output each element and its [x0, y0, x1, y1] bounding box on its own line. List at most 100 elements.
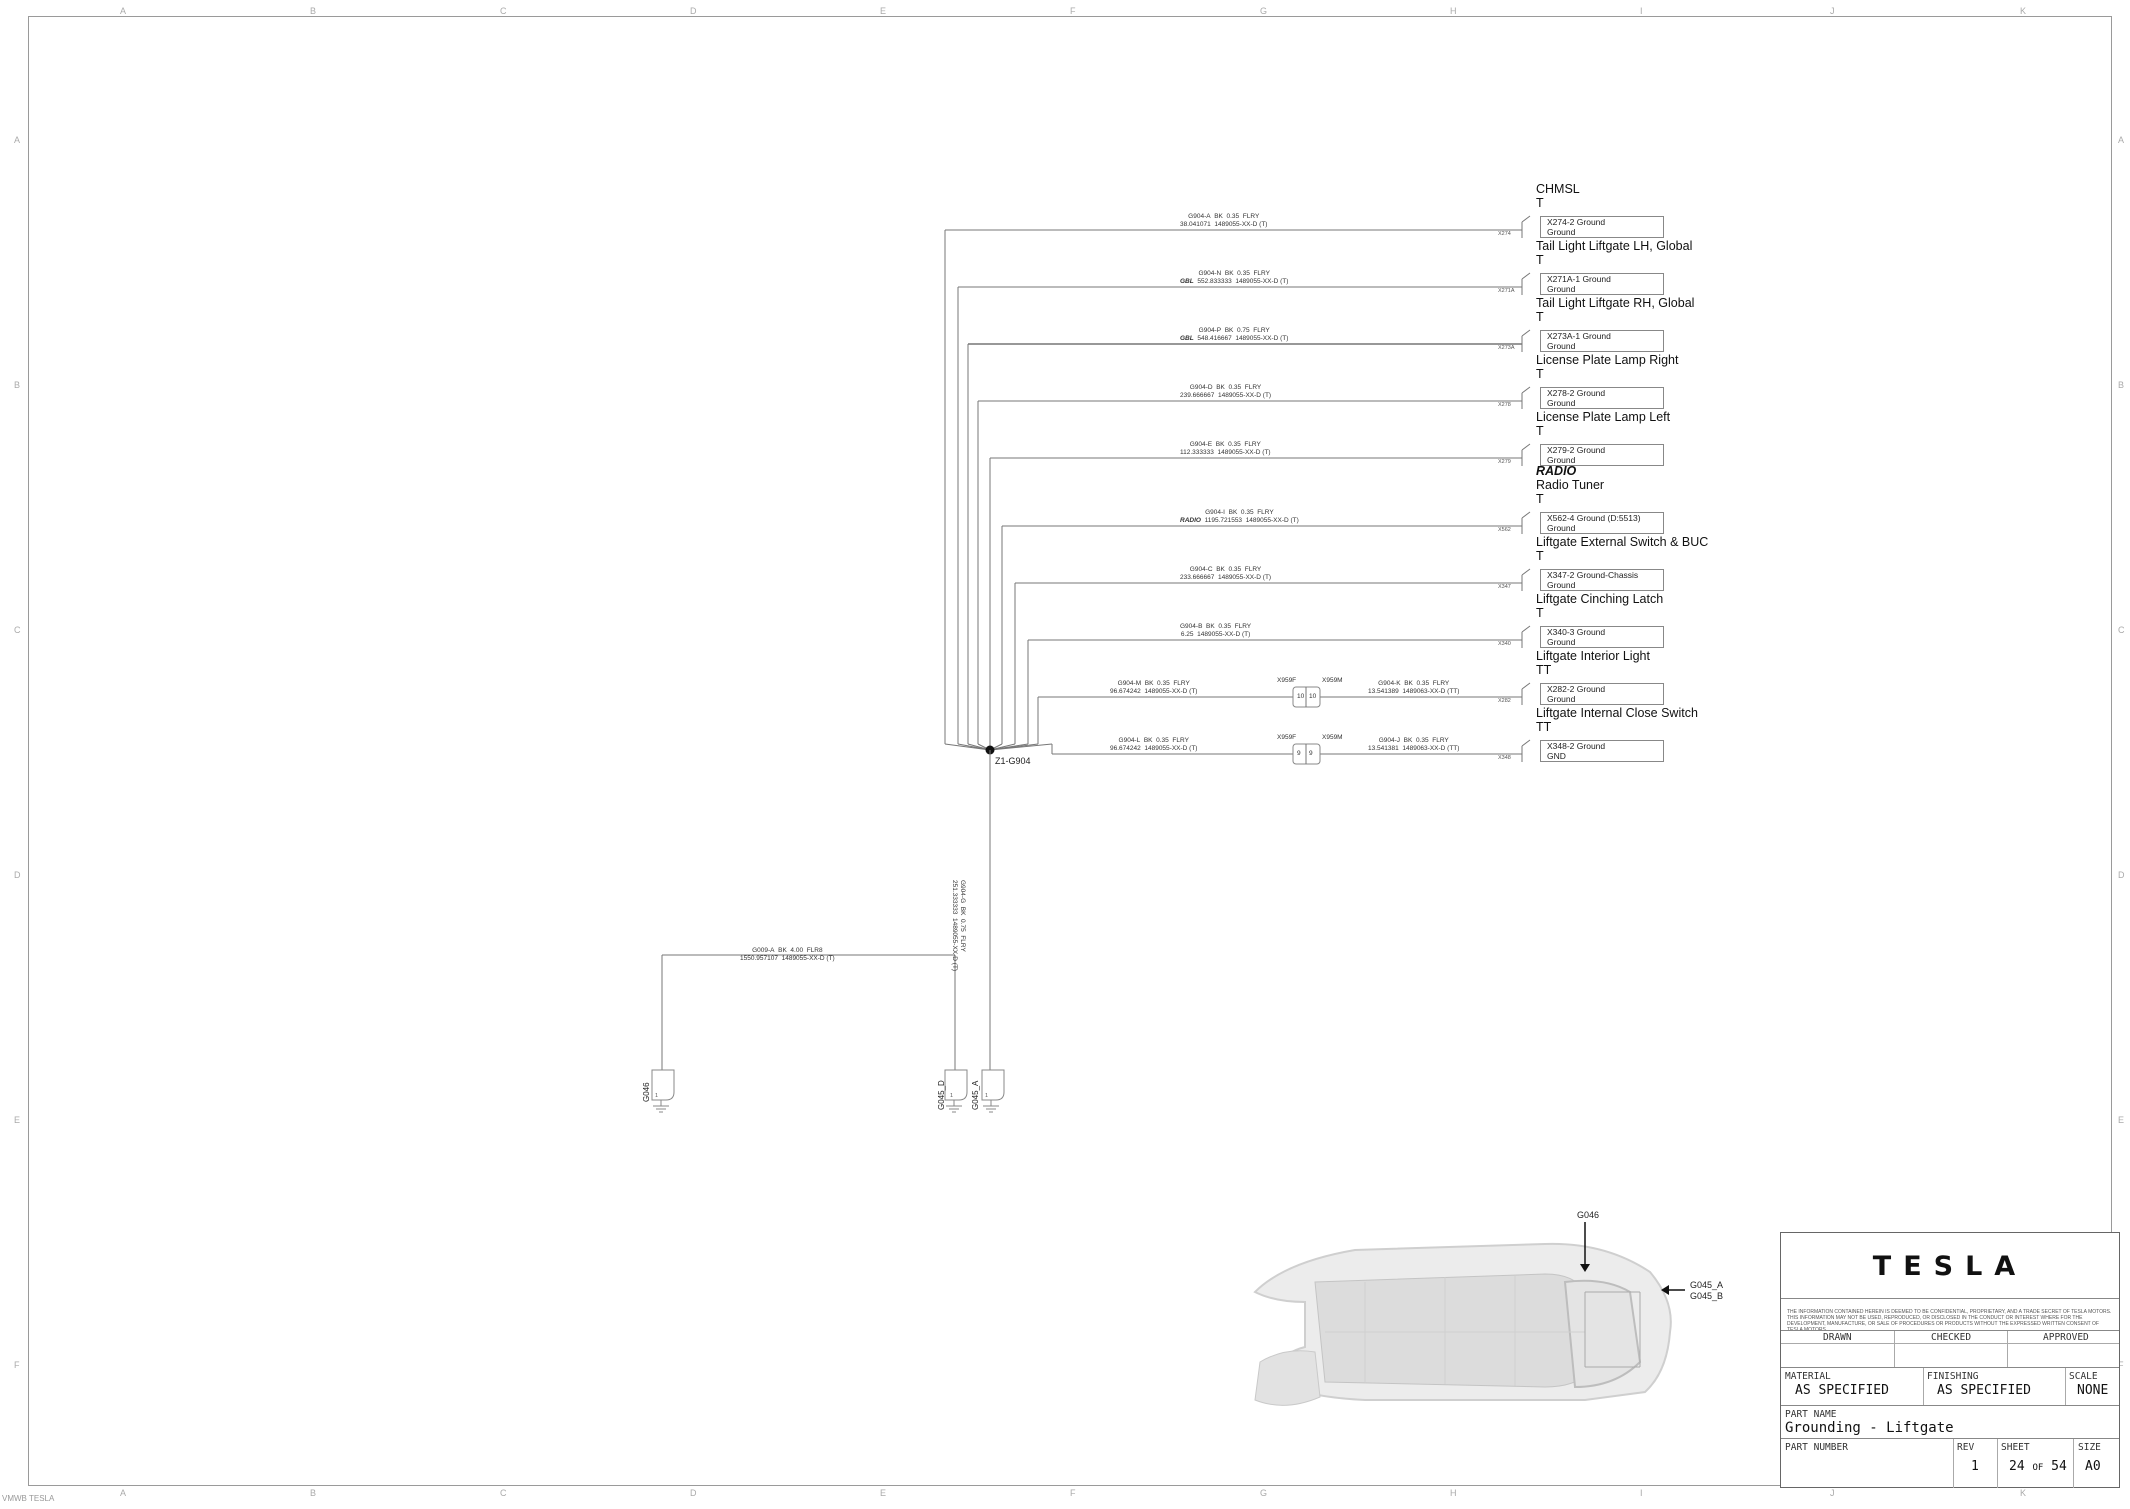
ground-symbol-g045-d	[944, 1069, 968, 1113]
wire-id-7: G904-B	[1180, 623, 1203, 630]
zone-marker-bottom-h: H	[1450, 1488, 1457, 1498]
checked-label: CHECKED	[1931, 1332, 1972, 1343]
wire-color-9: BK	[1143, 737, 1153, 744]
ground-pin-g046: 1	[655, 1093, 659, 1099]
wire-part-2: 1489055-XX-D (T)	[1235, 335, 1289, 342]
part-name-row: PART NAME Grounding - Liftgate	[1781, 1405, 2119, 1438]
wire-type-8: FLRY	[1173, 680, 1190, 687]
zone-marker-right-c: C	[2118, 625, 2125, 635]
zone-marker-bottom-j: J	[1830, 1488, 1835, 1498]
trunk-wire-color: BK	[959, 906, 966, 916]
inline-left-label-8: X959F	[1277, 677, 1297, 684]
approval-divider-1	[1894, 1331, 1895, 1367]
wire-part-7: 1489055-XX-D (T)	[1197, 631, 1251, 638]
wire-gauge-7: 0.35	[1218, 623, 1231, 630]
zone-marker-top-g: G	[1260, 6, 1268, 16]
zone-marker-left-c: C	[14, 625, 21, 635]
connector-ref-3: X278	[1498, 402, 1511, 408]
wire-color-7: BK	[1206, 623, 1215, 630]
wire-type-1: FLRY	[1253, 270, 1270, 277]
connector-ref-0: X274	[1498, 231, 1511, 237]
zone-marker-top-e: E	[880, 6, 887, 16]
ground-wire-gauge: 4.00	[790, 947, 804, 954]
wire-color-6: BK	[1216, 566, 1225, 573]
connector-pin-box-5: X562-4 Ground (D:5513)Ground	[1540, 512, 1664, 534]
tesla-logo: TESLA	[1872, 1251, 2028, 1282]
wire-id-5: G904-I	[1205, 509, 1225, 516]
pin-name-8: X282-2 Ground	[1547, 684, 1606, 694]
zone-marker-top-a: A	[120, 6, 127, 16]
pin-name-2: X273A-1 Ground	[1547, 331, 1611, 341]
wire-length-8: 96.674242	[1110, 688, 1141, 695]
zone-marker-right-b: B	[2118, 380, 2125, 390]
connector-subtitle-7: T	[1536, 606, 1544, 620]
rev-label: REV	[1957, 1442, 1975, 1453]
zone-marker-left-e: E	[14, 1115, 21, 1125]
scale-value: NONE	[2077, 1383, 2109, 1398]
wire-type-6: FLRY	[1244, 566, 1262, 573]
pin-name-5: X562-4 Ground (D:5513)	[1547, 513, 1641, 523]
wire-gauge-8: 0.35	[1157, 680, 1170, 687]
wire-length-0: 38.041071	[1180, 221, 1211, 228]
connector-stub-top-6	[1521, 568, 1531, 576]
connector-name-4: License Plate Lamp Left	[1536, 410, 1671, 424]
zone-marker-right-d: D	[2118, 870, 2125, 880]
rev-divider	[1953, 1439, 1954, 1488]
zone-marker-bottom-a: A	[120, 1488, 127, 1498]
finishing-divider	[2065, 1368, 2066, 1405]
pin-signal-3: Ground	[1547, 397, 1576, 408]
ground-wire-label: G009-A BK 4.00 FLR8 1550.957107 1489055-…	[740, 947, 835, 963]
splice-label: Z1-G904	[995, 756, 1031, 766]
wire-part-3: 1489055-XX-D (T)	[1217, 392, 1272, 399]
wire-gauge-9: 0.35	[1156, 737, 1169, 744]
connector-ref-5: X562	[1498, 527, 1511, 533]
wire2-length-8: 13.541389	[1368, 688, 1399, 695]
wire-gauge-6: 0.35	[1228, 566, 1242, 573]
approved-label: APPROVED	[2043, 1332, 2089, 1343]
wire-gauge-2: 0.75	[1236, 327, 1250, 334]
wire2-part-8: 1489063-XX-D (TT)	[1402, 688, 1460, 695]
connector-stub-top-7	[1521, 625, 1531, 633]
connector-ref-4: X279	[1498, 459, 1511, 465]
zone-marker-top-b: B	[310, 6, 317, 16]
connector-stub-top-0	[1521, 215, 1531, 223]
sheet-label: SHEET	[2001, 1442, 2030, 1453]
wire-type-2: FLRY	[1253, 327, 1270, 334]
connector-stub-top-1	[1521, 272, 1531, 280]
inline-right-label-8: X959M	[1322, 677, 1343, 684]
wire-type-5: FLRY	[1257, 509, 1274, 516]
ground-symbol-g046	[651, 1069, 675, 1113]
pin-name-9: X348-2 Ground	[1547, 741, 1606, 751]
wire-part-8: 1489055-XX-D (T)	[1144, 688, 1198, 695]
zone-marker-left-f: F	[14, 1360, 20, 1370]
wire2-type-9: FLRY	[1432, 737, 1449, 744]
connector-stub-top-2	[1521, 329, 1531, 337]
wire2-gauge-8: 0.35	[1416, 680, 1430, 687]
wire2-type-8: FLRY	[1432, 680, 1450, 687]
pin-name-4: X279-2 Ground	[1547, 445, 1606, 455]
locator-callout-g046: G046	[1577, 1210, 1600, 1220]
ground-label-g046: G046	[642, 1082, 651, 1102]
wire-length-1: 552.833333	[1197, 278, 1232, 285]
wire-length-3: 239.666667	[1180, 392, 1215, 399]
zone-marker-bottom-i: I	[1640, 1488, 1643, 1498]
zone-marker-bottom-g: G	[1260, 1488, 1268, 1498]
wire-length-6: 233.666667	[1180, 574, 1215, 581]
inline-right-label-9: X959M	[1322, 734, 1343, 741]
wire-id-2: G904-P	[1198, 327, 1222, 334]
wire2-color-9: BK	[1403, 737, 1413, 744]
size-value: A0	[2085, 1459, 2101, 1474]
pin-signal-2: Ground	[1547, 340, 1576, 351]
trunk-wire-length: 251.333333	[951, 880, 958, 915]
locator-callout-g045-a: G045_A	[1690, 1280, 1724, 1290]
